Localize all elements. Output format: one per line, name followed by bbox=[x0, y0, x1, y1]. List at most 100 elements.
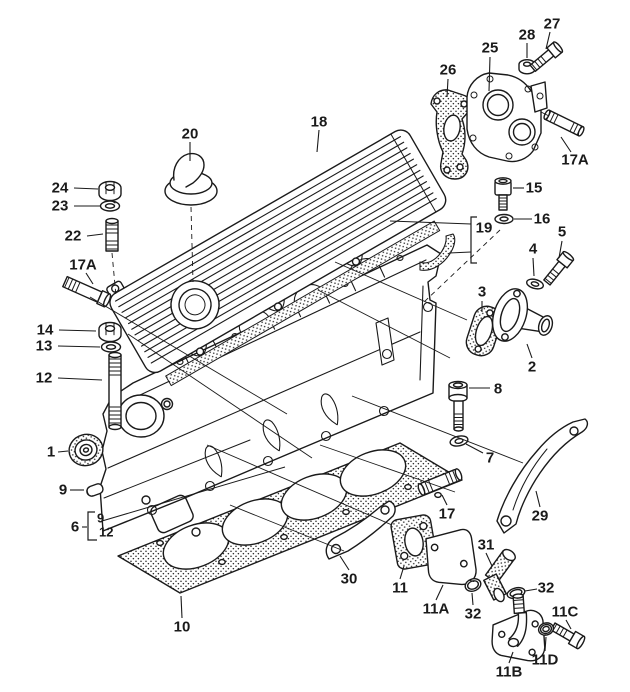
callout-17A: 17A bbox=[561, 152, 589, 169]
valve-cover-gasket-end-part bbox=[419, 233, 456, 271]
bolt-17a-left-part bbox=[62, 275, 112, 308]
callout-leader-line bbox=[488, 56, 491, 92]
callout-6: 6 bbox=[71, 519, 79, 536]
gasket-26-part bbox=[430, 89, 472, 180]
callout-12: 12 bbox=[36, 370, 53, 387]
callout-leader-line bbox=[57, 377, 103, 381]
callout-13: 13 bbox=[36, 338, 53, 355]
callout-leader-line bbox=[85, 272, 94, 285]
callout-leader-line bbox=[508, 651, 514, 664]
callout-leader-line bbox=[535, 490, 541, 508]
bracket-30-part bbox=[325, 500, 396, 560]
callout-31: 31 bbox=[478, 537, 495, 554]
alignment-line bbox=[229, 504, 345, 552]
callout-leader-line bbox=[545, 31, 551, 50]
assembly-axis-dashed-line bbox=[111, 252, 117, 297]
washer-7-part bbox=[449, 435, 469, 447]
alignment-line bbox=[127, 333, 313, 459]
callout-leader-line bbox=[524, 588, 538, 592]
callout-leader-line bbox=[441, 494, 448, 506]
callout-leader-line bbox=[558, 240, 563, 259]
bolt-15-part bbox=[494, 177, 512, 211]
callout-leader-line bbox=[86, 233, 104, 237]
callout-leader-line bbox=[339, 555, 350, 571]
callout-26: 26 bbox=[440, 62, 457, 79]
stud-12-part bbox=[108, 351, 122, 431]
callout-9: 9 bbox=[59, 482, 67, 499]
callout-32: 32 bbox=[465, 606, 482, 623]
callout-19: 19 bbox=[476, 220, 493, 237]
clamp-32-left-part bbox=[464, 578, 482, 592]
alignment-line bbox=[206, 444, 393, 526]
callout-leader-line bbox=[565, 619, 572, 630]
callout-14: 14 bbox=[37, 322, 54, 339]
group-6-bracket bbox=[87, 511, 97, 541]
callout-23: 23 bbox=[52, 198, 69, 215]
callout-24: 24 bbox=[52, 180, 69, 197]
alignment-line bbox=[89, 296, 288, 415]
group-6-bracket-label-9: 9 bbox=[97, 511, 104, 526]
callout-28: 28 bbox=[519, 27, 536, 44]
callout-11B: 11B bbox=[496, 664, 523, 681]
callout-11D: 11D bbox=[532, 652, 559, 669]
stud-17a-right-part bbox=[543, 109, 585, 137]
plate-11b-part bbox=[491, 593, 546, 662]
alignment-line bbox=[351, 395, 524, 464]
callout-17: 17 bbox=[439, 506, 456, 523]
bracket-25-part bbox=[466, 72, 548, 163]
callout-25: 25 bbox=[482, 40, 499, 57]
bracket-29-part bbox=[496, 418, 589, 534]
callout-leader-line bbox=[544, 636, 547, 652]
callout-3: 3 bbox=[478, 284, 486, 301]
callout-5: 5 bbox=[558, 224, 566, 241]
nut-28-part bbox=[518, 59, 536, 75]
alignment-line bbox=[334, 261, 468, 321]
callout-leader-line bbox=[316, 129, 320, 153]
callout-leader-line bbox=[57, 450, 69, 453]
callout-4: 4 bbox=[529, 241, 538, 258]
alignment-line bbox=[540, 111, 550, 117]
callout-8: 8 bbox=[494, 381, 502, 398]
callout-20: 20 bbox=[182, 126, 199, 143]
drawing-layer bbox=[62, 41, 589, 662]
hose-31-part bbox=[483, 548, 516, 603]
callout-leader-line bbox=[446, 78, 449, 98]
bolt-27-part bbox=[529, 41, 564, 73]
callout-leader-line bbox=[532, 257, 535, 277]
callout-leader-line bbox=[465, 443, 484, 454]
callout-leader-line bbox=[57, 345, 101, 348]
group-6-bracket-pointer bbox=[101, 466, 286, 522]
callout-27: 27 bbox=[544, 16, 561, 33]
callout-leader-line bbox=[58, 329, 97, 332]
callout-10: 10 bbox=[174, 619, 191, 636]
nut-24-part bbox=[98, 180, 122, 202]
washer-11d-part bbox=[537, 622, 555, 636]
stud-17-part bbox=[417, 468, 463, 496]
plug-9-part bbox=[86, 483, 104, 497]
head-gasket-part bbox=[117, 442, 463, 594]
guide-lines-layer bbox=[89, 111, 550, 552]
socket-bolt-8-part bbox=[448, 380, 468, 432]
callout-11: 11 bbox=[392, 580, 408, 597]
lock-washer-23-part bbox=[99, 200, 121, 212]
nut-14-part bbox=[98, 321, 122, 343]
callout-leader-line bbox=[180, 595, 183, 619]
washer-4-part bbox=[526, 278, 544, 290]
callout-leader-line bbox=[73, 187, 99, 190]
washer-16-part bbox=[494, 213, 514, 225]
callout-18: 18 bbox=[311, 114, 328, 131]
bolt-5-part bbox=[543, 250, 575, 286]
callout-layer: 201824232217A14131219610301111A31323211B… bbox=[36, 16, 589, 681]
stud-22-part bbox=[105, 217, 119, 252]
camshaft-seal-1-part bbox=[68, 433, 104, 467]
callout-16: 16 bbox=[534, 211, 551, 228]
callout-15: 15 bbox=[526, 180, 543, 197]
group-19-bracket bbox=[470, 216, 477, 264]
callout-30: 30 bbox=[341, 571, 358, 588]
valve-cover-part bbox=[106, 129, 447, 387]
valve-cover-gasket-part bbox=[165, 220, 441, 387]
callout-leader-line bbox=[526, 343, 533, 359]
group-19-bracket-pointer bbox=[448, 251, 472, 254]
callout-22: 22 bbox=[65, 228, 82, 245]
